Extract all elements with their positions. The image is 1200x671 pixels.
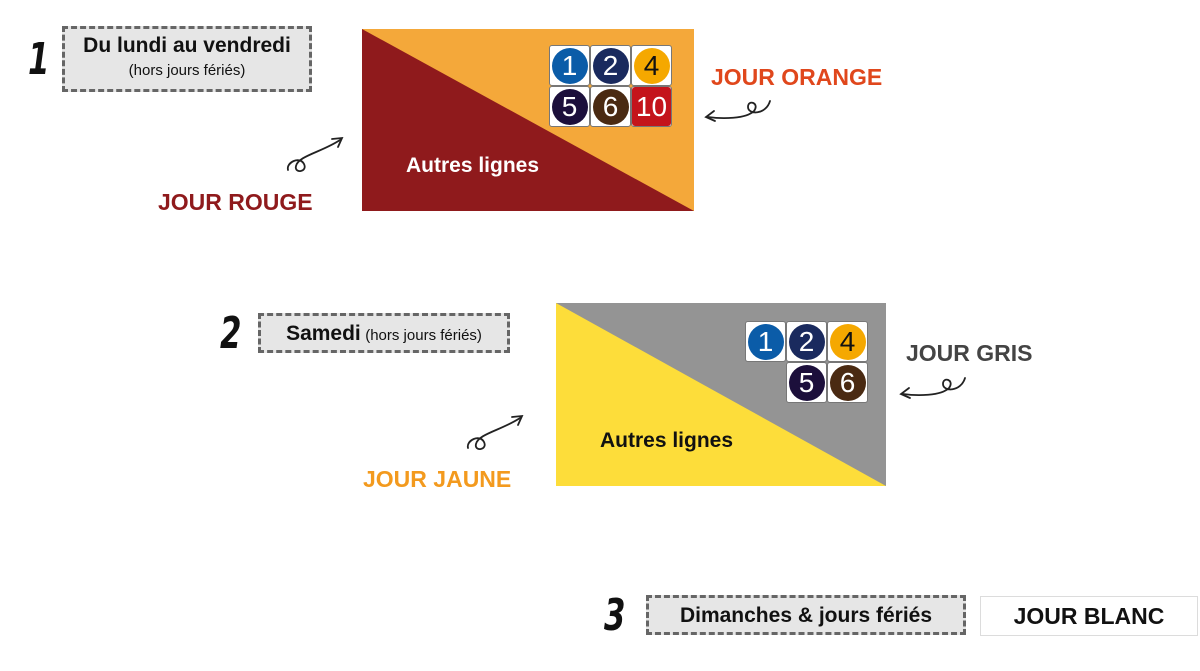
- section-3-label-box: JOUR BLANC: [980, 596, 1198, 636]
- metro-line-number: 1: [551, 47, 588, 84]
- metro-line-badge-5: 5: [549, 86, 590, 127]
- section-2-upper-label: JOUR GRIS: [906, 340, 1033, 366]
- badge-spacer: [745, 362, 786, 403]
- metro-line-badge-6: 6: [590, 86, 631, 127]
- section-3-number: 3: [604, 590, 626, 641]
- metro-line-number: 1: [747, 323, 784, 360]
- section-2-day-box: Samedi (hors jours fériés): [258, 313, 510, 353]
- section-1-number: 1: [28, 34, 50, 85]
- section-2-other-lines-label: Autres lignes: [600, 429, 734, 452]
- section-1-upper-label: JOUR ORANGE: [711, 64, 883, 90]
- section-1-lower-area: [362, 29, 694, 211]
- metro-line-number: 2: [592, 47, 629, 84]
- section-3-day-box: Dimanches & jours fériés: [646, 595, 966, 635]
- metro-line-number: 6: [829, 364, 866, 401]
- section-1-title: Du lundi au vendredi: [83, 34, 291, 57]
- section-2-upper-arrow-icon: [899, 377, 966, 399]
- metro-line-badge-10: 10: [631, 86, 672, 127]
- section-2-lower-arrow-icon: [467, 414, 524, 450]
- section-2-title: Samedi: [286, 322, 361, 345]
- section-3-title: Dimanches & jours fériés: [679, 604, 933, 627]
- metro-line-badge-1: 1: [745, 321, 786, 362]
- metro-line-number: 5: [788, 364, 825, 401]
- section-1-subtitle: (hors jours fériés): [128, 62, 246, 79]
- metro-line-number: 2: [788, 323, 825, 360]
- metro-line-badge-5: 5: [786, 362, 827, 403]
- section-1-lower-label: JOUR ROUGE: [158, 189, 313, 215]
- metro-line-badge-1: 1: [549, 45, 590, 86]
- metro-line-number: 5: [551, 88, 588, 125]
- metro-line-badge-2: 2: [590, 45, 631, 86]
- metro-line-number: 4: [633, 47, 670, 84]
- section-2-number: 2: [220, 308, 242, 359]
- section-1-day-box: Du lundi au vendredi (hors jours fériés): [62, 26, 312, 92]
- metro-line-badge-4: 4: [631, 45, 672, 86]
- metro-line-badge-6: 6: [827, 362, 868, 403]
- section-1-other-lines-label: Autres lignes: [406, 154, 540, 177]
- metro-line-number: 10: [632, 87, 671, 126]
- metro-line-number: 6: [592, 88, 629, 125]
- section-1-upper-arrow-icon: [704, 100, 771, 122]
- metro-line-number: 4: [829, 323, 866, 360]
- metro-line-badge-2: 2: [786, 321, 827, 362]
- metro-line-badge-4: 4: [827, 321, 868, 362]
- section-2-subtitle: (hors jours fériés): [365, 327, 482, 344]
- section-2-lower-area: [556, 303, 886, 486]
- section-2-lower-label: JOUR JAUNE: [363, 466, 512, 492]
- section-3-label: JOUR BLANC: [1013, 602, 1165, 629]
- section-1-lower-arrow-icon: [287, 136, 344, 172]
